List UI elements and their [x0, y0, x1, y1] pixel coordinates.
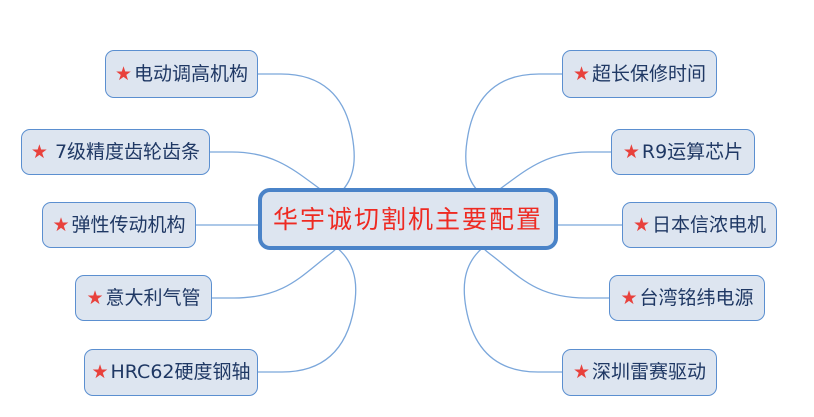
branch-node-left-1[interactable]: ★ 电动调高机构	[105, 50, 258, 98]
branch-label-left-2: 7级精度齿轮齿条	[54, 140, 201, 163]
center-node-label: 华宇诚切割机主要配置	[272, 204, 543, 234]
star-icon: ★	[622, 140, 640, 163]
star-icon: ★	[572, 62, 591, 85]
star-icon: ★	[114, 62, 133, 85]
branch-node-right-2[interactable]: ★ R9运算芯片	[611, 129, 755, 175]
star-icon: ★	[632, 213, 651, 236]
branch-node-left-4[interactable]: ★ 意大利气管	[75, 275, 212, 321]
branch-node-right-5[interactable]: ★ 深圳雷赛驱动	[562, 349, 717, 396]
center-node[interactable]: 华宇诚切割机主要配置	[258, 188, 558, 250]
branch-label-right-4: 台湾铭纬电源	[639, 286, 754, 309]
star-icon: ★	[52, 213, 70, 236]
branch-label-left-3: 弹性传动机构	[71, 213, 186, 236]
star-icon: ★	[30, 140, 48, 163]
star-icon: ★	[572, 361, 591, 383]
branch-label-right-3: 日本信浓电机	[652, 213, 767, 236]
branch-label-left-5: HRC62硬度钢轴	[110, 361, 251, 383]
branch-node-left-5[interactable]: ★ HRC62硬度钢轴	[84, 349, 258, 396]
branch-node-left-3[interactable]: ★ 弹性传动机构	[42, 202, 196, 248]
branch-node-right-3[interactable]: ★ 日本信浓电机	[622, 202, 777, 248]
star-icon: ★	[86, 286, 104, 309]
branch-node-right-4[interactable]: ★ 台湾铭纬电源	[609, 275, 765, 321]
branch-label-left-1: 电动调高机构	[134, 62, 249, 85]
star-icon: ★	[620, 286, 638, 309]
branch-node-right-1[interactable]: ★ 超长保修时间	[562, 50, 717, 98]
branch-label-right-5: 深圳雷赛驱动	[592, 361, 707, 383]
branch-label-right-2: R9运算芯片	[641, 140, 744, 163]
branch-label-right-1: 超长保修时间	[592, 62, 707, 85]
branch-node-left-2[interactable]: ★ 7级精度齿轮齿条	[21, 129, 210, 175]
branch-label-left-4: 意大利气管	[105, 286, 201, 309]
star-icon: ★	[91, 361, 109, 383]
